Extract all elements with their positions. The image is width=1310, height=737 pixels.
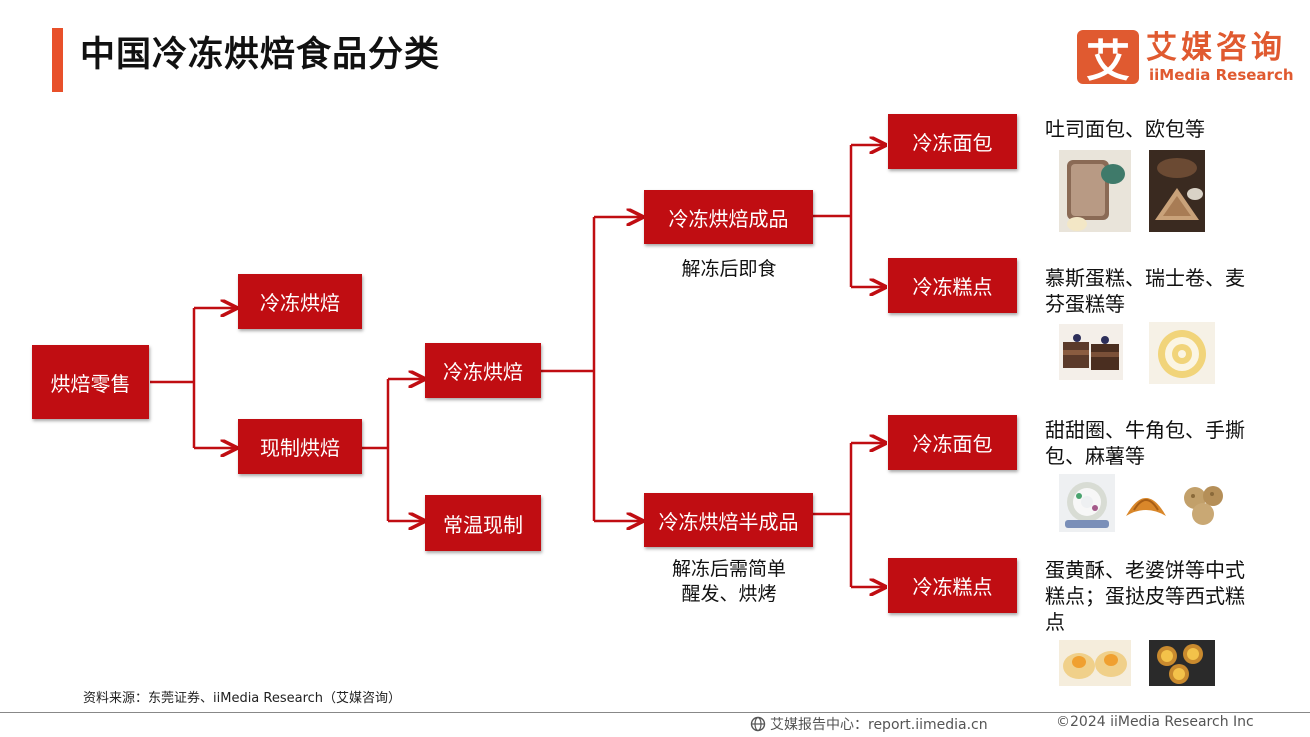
yolk-pastry-photo	[1059, 640, 1131, 686]
footer-divider	[0, 712, 1310, 713]
euro-bread-photo	[1149, 150, 1205, 232]
caption-semi-finished-line1: 解冻后需简单	[671, 558, 786, 580]
footer-report-center: 艾媒报告中心：report.iimedia.cn	[750, 714, 988, 734]
croissant-photo	[1122, 482, 1170, 526]
footer-report-link[interactable]: 艾媒报告中心：report.iimedia.cn	[770, 717, 988, 733]
node-fin-bread: 冷冻面包	[888, 114, 1017, 169]
node-root: 烘焙零售	[32, 345, 149, 419]
brand-name-cn: 艾媒咨询	[1146, 30, 1286, 66]
node-frozen-baking-l2: 冷冻烘焙	[425, 343, 541, 398]
source-note: 资料来源：东莞证券、iiMedia Research（艾媒咨询）	[83, 691, 402, 706]
examples-semi-bread: 甜甜圈、牛角包、手撕包、麻薯等	[1045, 418, 1245, 468]
node-fresh-made: 现制烘焙	[238, 419, 362, 474]
node-fin-pastry: 冷冻糕点	[888, 258, 1017, 313]
node-frozen-baking-l1: 冷冻烘焙	[238, 274, 362, 329]
node-semi-pastry: 冷冻糕点	[888, 558, 1017, 613]
examples-semi-pastry: 蛋黄酥、老婆饼等中式糕点；蛋挞皮等西式糕点	[1045, 558, 1245, 634]
caption-finished: 解冻后即食	[681, 258, 777, 280]
mochi-bread-photo	[1179, 480, 1229, 528]
brand-name-en: iiMedia Research	[1149, 66, 1294, 84]
donut-photo	[1059, 474, 1115, 532]
footer-copyright: ©2024 iiMedia Research Inc	[1056, 714, 1254, 730]
swiss-roll-photo	[1149, 322, 1215, 384]
title-accent-bar	[52, 28, 63, 92]
globe-icon	[750, 716, 766, 732]
mousse-cake-photo	[1059, 324, 1123, 380]
caption-semi-finished-line2: 醒发、烘烤	[681, 583, 777, 605]
examples-fin-pastry: 慕斯蛋糕、瑞士卷、麦芬蛋糕等	[1045, 266, 1245, 316]
node-semi-finished: 冷冻烘焙半成品	[644, 493, 813, 547]
examples-fin-bread: 吐司面包、欧包等	[1045, 117, 1205, 141]
page-title: 中国冷冻烘焙食品分类	[80, 35, 441, 75]
node-semi-bread: 冷冻面包	[888, 415, 1017, 470]
toast-bread-photo	[1059, 150, 1131, 232]
node-ambient-made: 常温现制	[425, 495, 541, 551]
brand-logo-mark: 艾	[1077, 30, 1139, 87]
node-finished: 冷冻烘焙成品	[644, 190, 813, 244]
egg-tart-photo	[1149, 640, 1215, 686]
